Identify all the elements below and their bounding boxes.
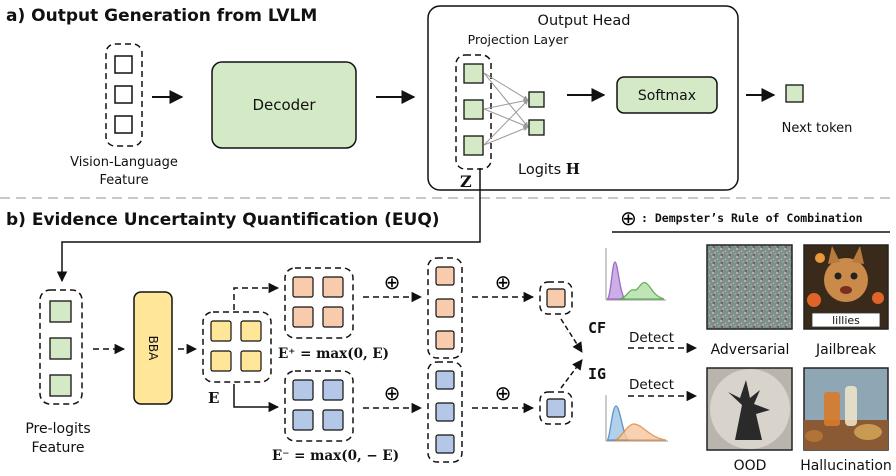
softmax-label: Softmax <box>638 88 696 104</box>
combined-positive-column <box>427 257 463 359</box>
ood-image <box>706 367 793 451</box>
jailbreak-caption: lillies <box>832 314 860 327</box>
z-node <box>463 99 484 120</box>
hallucination-label: Hallucination <box>800 458 892 474</box>
distribution-plot-bottom <box>605 395 668 442</box>
arrow-e-to-negative <box>233 384 280 413</box>
logit-node <box>528 119 545 136</box>
prelogits-feature-block <box>39 289 83 405</box>
z-node <box>463 63 484 84</box>
vl-feature-label-1: Vision-Language <box>70 155 178 170</box>
section-a-title: a) Output Generation from LVLM <box>6 6 317 26</box>
bba-block <box>133 291 173 405</box>
arrow-to-metrics-bottom <box>560 359 583 389</box>
jailbreak-image: lillies <box>803 244 889 330</box>
distribution-plot-top <box>605 248 666 301</box>
legend-text: : Dempster’s Rule of Combination <box>641 211 863 225</box>
combine-icon: ⊕ <box>384 270 401 294</box>
adversarial-image <box>706 244 793 330</box>
e-negative-label: E⁻ = max(0, − E) <box>272 448 399 464</box>
output-head-title: Output Head <box>538 13 631 29</box>
projection-connections <box>483 72 529 146</box>
evidence-negative-block <box>284 370 354 442</box>
final-positive-block <box>539 281 573 315</box>
combine-icon: ⊕ <box>495 381 512 405</box>
decoder-label: Decoder <box>252 96 316 114</box>
vl-feature-label-2: Feature <box>99 173 148 188</box>
jailbreak-label: Jailbreak <box>815 342 877 358</box>
dempster-symbol-icon: ⊕ <box>620 206 637 230</box>
projection-z-block <box>455 54 492 170</box>
output-head-box <box>427 5 739 191</box>
prelogits-label-1: Pre-logits <box>25 421 90 437</box>
projection-layer-label: Projection Layer <box>468 32 569 47</box>
softmax-block <box>616 76 718 114</box>
ig-label: IG <box>588 365 606 383</box>
z-label: Z <box>460 172 472 191</box>
arrow-z-to-prelogits <box>56 168 481 283</box>
final-negative-block <box>539 391 573 425</box>
final-negative-node <box>546 398 566 418</box>
detect-label-top: Detect <box>629 330 674 346</box>
cf-label: CF <box>588 319 606 337</box>
arrow-e-to-positive <box>233 282 280 310</box>
adversarial-label: Adversarial <box>711 342 790 358</box>
detect-label-bottom: Detect <box>629 377 674 393</box>
hallucination-image <box>803 367 889 451</box>
arrow-to-metrics-top <box>560 318 583 353</box>
evidence-e-block <box>202 311 272 383</box>
combined-negative-column <box>427 361 463 463</box>
bba-label: BBA <box>146 336 160 361</box>
combine-icon: ⊕ <box>495 270 512 294</box>
section-b-title: b) Evidence Uncertainty Quantification (… <box>6 210 440 230</box>
next-token-label: Next token <box>782 121 853 136</box>
next-token-node <box>785 84 804 103</box>
decoder-block <box>211 61 357 149</box>
combine-icon: ⊕ <box>384 381 401 405</box>
e-positive-label: E⁺ = max(0, E) <box>278 346 389 362</box>
vl-feature-block <box>105 43 143 147</box>
evidence-positive-block <box>284 267 354 339</box>
e-label: E <box>208 389 219 407</box>
ood-label: OOD <box>734 458 767 474</box>
prelogits-label-2: Feature <box>32 440 85 456</box>
final-positive-node <box>546 288 566 308</box>
logit-node <box>528 91 545 108</box>
logits-label: Logits H <box>518 160 580 178</box>
z-node <box>463 135 484 156</box>
